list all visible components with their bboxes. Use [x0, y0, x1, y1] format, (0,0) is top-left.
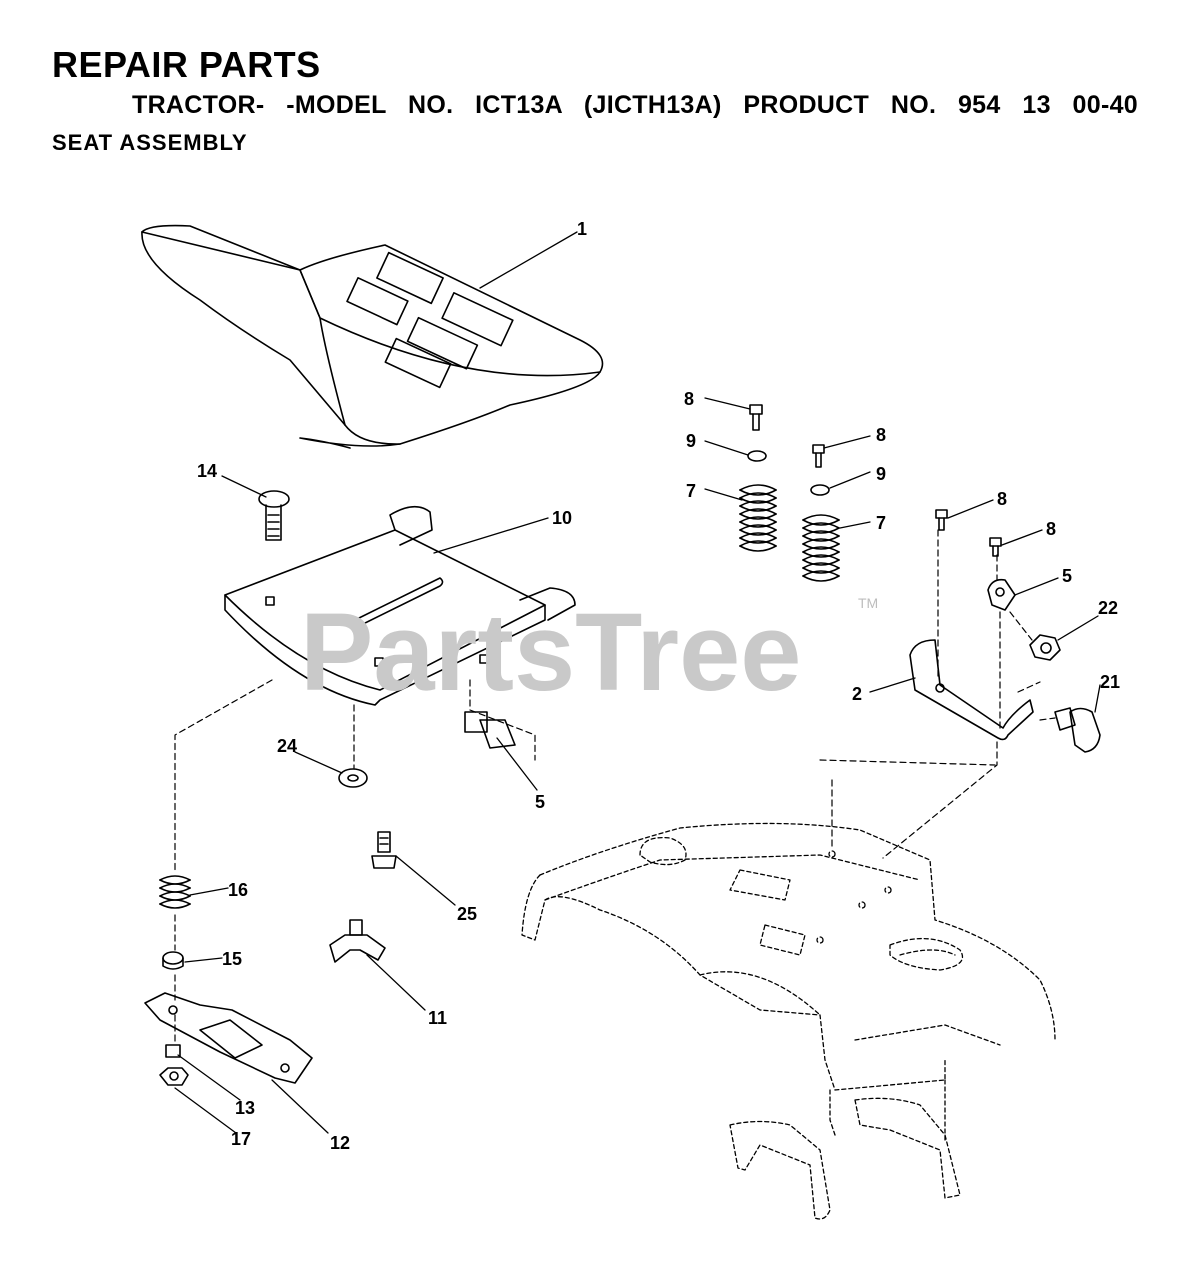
- model-line: TRACTOR- -MODEL NO. ICT13A (JICTH13A) PR…: [132, 91, 1138, 119]
- watermark: PartsTree: [300, 591, 801, 714]
- seat-part: [141, 224, 604, 449]
- wing-knob-part: [329, 919, 386, 963]
- nut-part: [1029, 634, 1061, 661]
- callout-5b: 5: [535, 792, 545, 812]
- callout-10: 10: [552, 508, 572, 528]
- callout-11: 11: [428, 1008, 447, 1028]
- nut-bushing-parts: [159, 1044, 189, 1086]
- callout-1: 1: [577, 219, 587, 239]
- spring-left-part: [739, 484, 777, 552]
- callout-12: 12: [330, 1133, 350, 1153]
- callout-5a: 5: [1062, 566, 1072, 586]
- spring-small-part: [159, 875, 191, 909]
- callout-17: 17: [231, 1129, 251, 1149]
- leader-lines: [174, 231, 1101, 1134]
- bushing-part: [162, 951, 184, 970]
- callout-16: 16: [228, 880, 248, 900]
- callout-9b: 9: [876, 464, 886, 484]
- callout-7b: 7: [876, 513, 886, 533]
- callout-8d: 8: [1046, 519, 1056, 539]
- callout-14: 14: [197, 461, 217, 481]
- watermark-tm: TM: [858, 595, 878, 611]
- section-title: SEAT ASSEMBLY: [52, 130, 248, 155]
- callout-2: 2: [852, 684, 862, 704]
- callout-25: 25: [457, 904, 477, 924]
- assembly-lines: [174, 529, 1056, 1046]
- seat-pan-part: [224, 505, 576, 706]
- callout-9a: 9: [686, 431, 696, 451]
- callout-8a: 8: [684, 389, 694, 409]
- page-title: REPAIR PARTS: [52, 44, 321, 85]
- carriage-bolt-part: [258, 490, 290, 541]
- callout-15: 15: [222, 949, 242, 969]
- callout-24: 24: [277, 736, 297, 756]
- callout-8b: 8: [876, 425, 886, 445]
- fender-body-part: [521, 822, 1056, 1220]
- callout-21: 21: [1100, 672, 1120, 692]
- bolt-washer-parts: [747, 404, 1002, 557]
- knob-part: [1054, 707, 1101, 753]
- clip-right-part: [987, 578, 1016, 611]
- callout-22: 22: [1098, 598, 1118, 618]
- callout-8c: 8: [997, 489, 1007, 509]
- callout-7a: 7: [686, 481, 696, 501]
- spring-right-part: [802, 514, 840, 582]
- callout-13: 13: [235, 1098, 255, 1118]
- washer-part: [338, 768, 368, 788]
- slide-plate-part: [144, 992, 313, 1084]
- bracket-part: [909, 639, 1034, 741]
- shoulder-bolt-part: [371, 831, 397, 869]
